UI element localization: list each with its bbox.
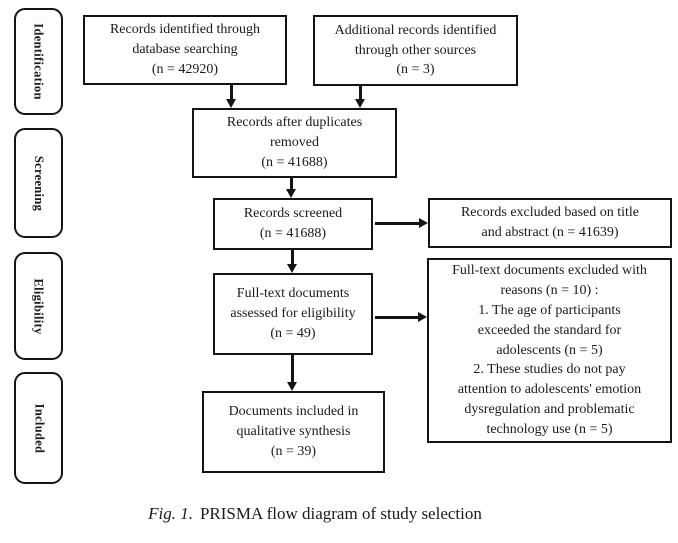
stage-included: Included [14, 372, 63, 484]
stage-included-label: Included [32, 403, 46, 453]
arrow-head-down-icon [286, 189, 296, 198]
arrow-identified-to-duplicates [226, 85, 237, 108]
box-duplicates-removed: Records after duplicates removed (n = 41… [192, 108, 397, 178]
stage-identification: Identification [14, 8, 63, 115]
stage-eligibility-label: Eligibility [32, 277, 46, 335]
caption-text: PRISMA flow diagram of study selection [199, 504, 482, 523]
arrow-head-right-icon [418, 312, 427, 322]
arrow-head-down-icon [226, 99, 236, 108]
box-fulltext-assessed: Full-text documents assessed for eligibi… [213, 273, 373, 355]
arrow-shaft [375, 316, 419, 319]
box-additional-records: Additional records identified through ot… [313, 15, 518, 86]
arrow-screened-to-assessed [287, 250, 298, 273]
arrow-shaft [291, 355, 294, 383]
arrow-shaft [359, 85, 362, 100]
arrow-head-down-icon [355, 99, 365, 108]
arrow-additional-to-duplicates [355, 85, 366, 108]
arrow-shaft [290, 178, 293, 190]
arrow-shaft [230, 85, 233, 100]
caption-figure-label: Fig. 1. [148, 504, 193, 523]
arrow-shaft [291, 250, 294, 265]
arrow-screened-to-excluded [375, 218, 428, 229]
box-excluded-title-abstract: Records excluded based on title and abst… [428, 198, 672, 248]
box-records-screened: Records screened (n = 41688) [213, 198, 373, 250]
stage-screening-label: Screening [32, 155, 46, 211]
arrow-assessed-to-fulltext-excluded [375, 312, 427, 323]
box-fulltext-excluded: Full-text documents excluded with reason… [427, 258, 672, 443]
arrow-shaft [375, 222, 420, 225]
arrow-duplicates-to-screened [286, 178, 297, 198]
arrow-assessed-to-included [287, 355, 298, 391]
stage-eligibility: Eligibility [14, 252, 63, 360]
arrow-head-down-icon [287, 382, 297, 391]
box-records-identified: Records identified through database sear… [83, 15, 287, 85]
figure-caption: Fig. 1. PRISMA flow diagram of study sele… [0, 504, 630, 524]
box-included-synthesis: Documents included in qualitative synthe… [202, 391, 385, 473]
arrow-head-down-icon [287, 264, 297, 273]
stage-screening: Screening [14, 128, 63, 238]
stage-identification-label: Identification [32, 23, 46, 100]
arrow-head-right-icon [419, 218, 428, 228]
